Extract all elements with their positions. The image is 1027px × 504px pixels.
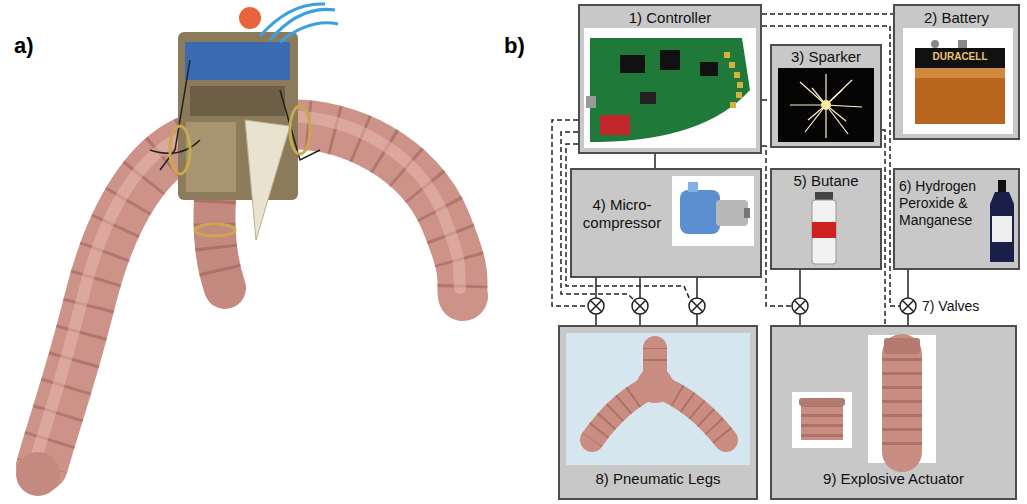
- node-title: 6) Hydrogen Peroxide & Manganese: [899, 178, 987, 228]
- connector: [762, 99, 770, 101]
- bottle-picture: [990, 180, 1014, 262]
- tripod-picture: [566, 333, 750, 465]
- can-picture: [812, 192, 836, 264]
- component-box: 4) Micro- compressor: [570, 168, 762, 278]
- panel-label: b): [504, 33, 525, 59]
- connector: [762, 13, 893, 15]
- component-box: 3) Sparker: [770, 44, 882, 148]
- node-title: 8) Pneumatic Legs: [560, 470, 756, 488]
- component-box: 2) Battery: [893, 4, 1020, 140]
- brand-text: DURACELL: [915, 51, 1005, 62]
- component-box: 5) Butane: [770, 168, 882, 270]
- pump-picture: [672, 176, 754, 246]
- component-box: 1) Controller: [578, 4, 762, 154]
- component-box: 8) Pneumatic Legs: [558, 325, 758, 500]
- node-title: 9) Explosive Actuator: [772, 470, 1015, 488]
- component-box: 9) Explosive Actuator: [770, 325, 1017, 500]
- spark-picture: [778, 68, 874, 142]
- pcb-picture: [584, 28, 756, 148]
- connector: [882, 130, 885, 325]
- node-title: 5) Butane: [772, 172, 880, 190]
- control-wires: [552, 26, 900, 306]
- node-title: 4) Micro- compressor: [576, 196, 668, 232]
- battery-picture: [903, 28, 1013, 134]
- connector: [654, 154, 656, 168]
- node-title: 1) Controller: [580, 9, 760, 27]
- node-title: 2) Battery: [895, 9, 1018, 27]
- actuator-picture: [792, 335, 936, 463]
- node-title: 3) Sparker: [772, 48, 880, 66]
- valve-symbols: [588, 298, 916, 314]
- panel-fills: [558, 4, 1020, 500]
- callout-label: 7) Valves: [922, 298, 979, 314]
- soft-robot: [16, 4, 463, 496]
- panel-label: a): [14, 33, 34, 59]
- component-box: 6) Hydrogen Peroxide & Manganese: [893, 168, 1020, 270]
